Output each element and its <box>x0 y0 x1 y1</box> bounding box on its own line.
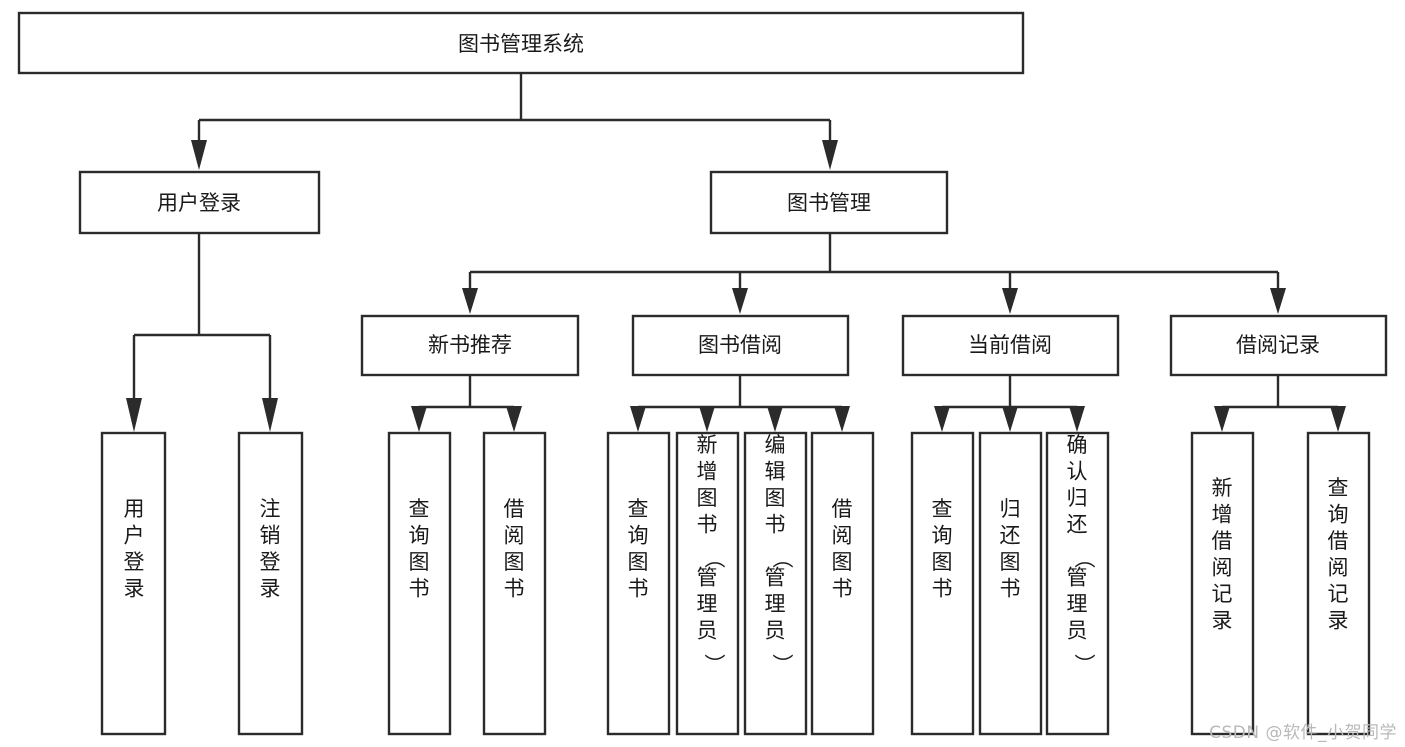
node-leaf-query-book-1[interactable]: 查询图书 <box>387 431 452 736</box>
node-book-borrow-box[interactable] <box>631 314 850 377</box>
arrow-head-user-login <box>191 140 207 170</box>
node-leaf-edit-book-label: 编辑图书管理员 <box>765 433 786 643</box>
node-root[interactable]: 图书管理系统 <box>17 11 1025 75</box>
node-current-borrow-label: 当前借阅 <box>968 333 1052 357</box>
arrow-head-leaf-user-login <box>126 398 142 432</box>
node-leaf-add-book-box[interactable] <box>675 431 740 736</box>
arrow-head-leaf-return-book <box>1002 406 1018 432</box>
node-current-borrow-box[interactable] <box>901 314 1120 377</box>
node-leaf-borrow-book-1-box[interactable] <box>482 431 547 736</box>
svg-text:（: （ <box>702 548 726 569</box>
node-leaf-query-book-2-box[interactable] <box>606 431 671 736</box>
connector-group-root <box>191 73 838 170</box>
node-leaf-return-book-label: 归还图书 <box>1000 497 1021 601</box>
arrow-head-leaf-query-book-3 <box>934 406 950 432</box>
node-leaf-query-record-label: 查询借阅记录 <box>1328 476 1349 633</box>
connector-group-borrow-record <box>1214 375 1346 432</box>
node-leaf-edit-book-box[interactable] <box>743 431 808 736</box>
node-book-manage-label: 图书管理 <box>787 191 871 215</box>
node-new-book-rec-box[interactable] <box>360 314 580 377</box>
node-leaf-user-login-box[interactable] <box>100 431 167 736</box>
node-new-book-rec[interactable]: 新书推荐 <box>360 314 580 377</box>
node-root-label: 图书管理系统 <box>458 32 584 56</box>
node-leaf-confirm-return-label: 确认归还管理员 <box>1067 433 1088 643</box>
arrow-head-leaf-query-book-2 <box>630 406 646 432</box>
node-leaf-borrow-book-2[interactable]: 借阅图书 <box>810 431 875 736</box>
node-leaf-add-book-label: 新增图书管理员 <box>697 433 718 643</box>
node-root-box[interactable] <box>17 11 1025 75</box>
arrow-head-leaf-borrow-book-2 <box>834 406 850 432</box>
arrow-head-leaf-confirm-return <box>1069 406 1085 432</box>
node-leaf-borrow-book-1[interactable]: 借阅图书 <box>482 431 547 736</box>
node-leaf-query-book-2-label: 查询图书 <box>628 497 649 601</box>
node-leaf-query-book-1-box[interactable] <box>387 431 452 736</box>
arrow-head-leaf-query-record <box>1330 406 1346 432</box>
arrow-head-leaf-add-book <box>699 406 715 432</box>
node-leaf-add-book[interactable]: 新增图书管理员 （ ） <box>675 431 740 736</box>
node-leaf-query-book-1-label: 查询图书 <box>409 497 430 601</box>
node-borrow-record-label: 借阅记录 <box>1236 333 1320 357</box>
node-leaf-return-book[interactable]: 归还图书 <box>978 431 1043 736</box>
node-leaf-borrow-book-2-box[interactable] <box>810 431 875 736</box>
node-leaf-user-login[interactable]: 用户登录 <box>100 431 167 736</box>
node-current-borrow[interactable]: 当前借阅 <box>901 314 1120 377</box>
node-book-borrow[interactable]: 图书借阅 <box>631 314 850 377</box>
node-leaf-query-record-box[interactable] <box>1306 431 1371 736</box>
connector-group-new-book-rec <box>411 375 522 432</box>
node-book-manage-box[interactable] <box>709 170 949 235</box>
node-user-login-label: 用户登录 <box>157 191 241 215</box>
node-borrow-record-box[interactable] <box>1169 314 1388 377</box>
arrow-head-book-borrow <box>732 288 748 314</box>
arrow-head-leaf-add-record <box>1214 406 1230 432</box>
arrow-head-current-borrow <box>1002 288 1018 314</box>
node-leaf-query-book-3[interactable]: 查询图书 <box>910 431 975 736</box>
node-leaf-user-logout[interactable]: 注销登录 <box>237 431 304 736</box>
node-leaf-confirm-return-box[interactable] <box>1045 431 1110 736</box>
node-leaf-query-book-3-box[interactable] <box>910 431 975 736</box>
arrow-head-leaf-borrow-book-1 <box>506 406 522 432</box>
node-leaf-query-book-3-label: 查询图书 <box>932 497 953 601</box>
svg-text:）: ） <box>1072 654 1096 675</box>
node-leaf-borrow-book-1-label: 借阅图书 <box>504 497 525 601</box>
arrow-head-book-manage <box>822 140 838 170</box>
connector-group-user-login <box>126 233 278 432</box>
node-leaf-edit-book[interactable]: 编辑图书管理员 （ ） <box>743 431 808 736</box>
node-leaf-return-book-box[interactable] <box>978 431 1043 736</box>
svg-text:）: ） <box>702 654 726 675</box>
connector-group-current-borrow <box>934 375 1085 432</box>
node-user-login[interactable]: 用户登录 <box>78 170 321 235</box>
node-book-borrow-label: 图书借阅 <box>698 333 782 357</box>
arrow-head-borrow-record <box>1270 288 1286 314</box>
node-new-book-rec-label: 新书推荐 <box>428 333 512 357</box>
node-borrow-record[interactable]: 借阅记录 <box>1169 314 1388 377</box>
node-leaf-add-record-box[interactable] <box>1190 431 1255 736</box>
node-leaf-query-book-2[interactable]: 查询图书 <box>606 431 671 736</box>
connector-group-book-borrow <box>630 375 850 432</box>
arrow-head-leaf-user-logout <box>262 398 278 432</box>
node-leaf-query-record[interactable]: 查询借阅记录 <box>1306 431 1371 736</box>
node-leaf-add-record[interactable]: 新增借阅记录 <box>1190 431 1255 736</box>
node-book-manage[interactable]: 图书管理 <box>709 170 949 235</box>
svg-text:（: （ <box>1072 548 1096 569</box>
svg-text:）: ） <box>770 654 794 675</box>
svg-text:（: （ <box>770 548 794 569</box>
arrow-head-leaf-query-book-1 <box>411 406 427 432</box>
node-leaf-confirm-return[interactable]: 确认归还管理员 （ ） <box>1045 431 1110 736</box>
arrow-head-leaf-edit-book <box>767 406 783 432</box>
node-leaf-user-logout-box[interactable] <box>237 431 304 736</box>
node-leaf-user-logout-label: 注销登录 <box>260 497 281 601</box>
connector-group-book-manage <box>462 233 1286 314</box>
node-leaf-borrow-book-2-label: 借阅图书 <box>832 497 853 601</box>
node-leaf-add-record-label: 新增借阅记录 <box>1212 476 1233 633</box>
node-leaf-user-login-label: 用户登录 <box>124 497 145 601</box>
arrow-head-new-book-rec <box>462 288 478 314</box>
node-user-login-box[interactable] <box>78 170 321 235</box>
